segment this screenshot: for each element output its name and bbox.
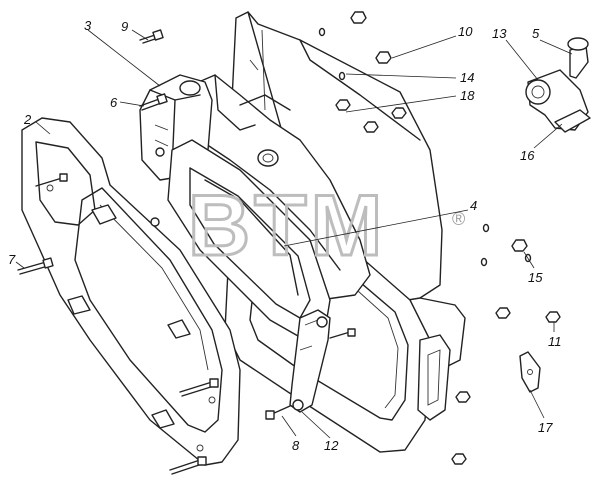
watermark-text: BTM	[188, 178, 386, 274]
watermark-registered-mark: ®	[452, 209, 465, 229]
callout-2: 2	[23, 112, 32, 127]
bolt-6	[139, 93, 168, 111]
callout-4: 4	[470, 198, 477, 213]
nuts-and-washers	[150, 11, 561, 465]
callout-labels: 2 3 4 5 6 7 8 9 10 11 12 13 14 15 16 17 …	[8, 18, 562, 453]
callout-11: 11	[548, 334, 562, 349]
bolt-9	[139, 29, 164, 44]
bolt-bottom	[169, 456, 207, 475]
callout-3: 3	[84, 18, 92, 33]
callout-15: 15	[528, 270, 543, 285]
front-flange-plate-2	[21, 117, 241, 466]
bolt-8	[265, 405, 291, 420]
watermark: BTM ®	[187, 177, 466, 276]
callout-10: 10	[458, 24, 473, 39]
arm-link	[289, 309, 331, 413]
callout-13: 13	[492, 26, 507, 41]
callout-14: 14	[460, 70, 474, 85]
bracket-17	[519, 351, 541, 393]
callout-9: 9	[121, 19, 128, 34]
callout-5: 5	[532, 26, 540, 41]
callout-7: 7	[8, 252, 16, 267]
clamp-assembly	[525, 37, 591, 133]
bolt-left-upper	[35, 173, 68, 187]
callout-17: 17	[538, 420, 553, 435]
callout-18: 18	[460, 88, 475, 103]
callout-6: 6	[110, 95, 118, 110]
callout-16: 16	[520, 148, 535, 163]
callout-12: 12	[324, 438, 339, 453]
rear-bracket-plate	[417, 334, 451, 421]
callout-8: 8	[292, 438, 300, 453]
bolt-7	[17, 257, 54, 275]
leader-lines	[15, 29, 573, 439]
bolt-lower-left	[179, 378, 219, 397]
bolt-right	[329, 328, 356, 339]
